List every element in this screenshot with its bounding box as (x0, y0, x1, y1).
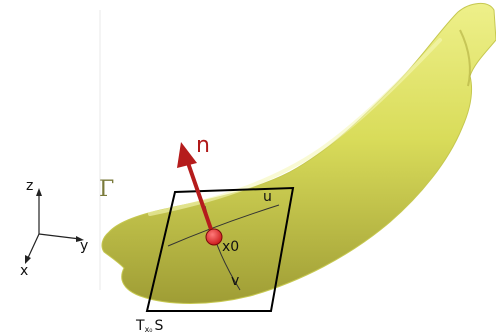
axis-x-label: x (20, 263, 28, 279)
u-label: u (263, 189, 272, 205)
v-label: v (231, 273, 239, 289)
normal-label: n (196, 133, 210, 158)
axis-z-label: z (26, 178, 33, 194)
point-x0 (205, 228, 223, 246)
coordinate-axes-icon (25, 188, 84, 264)
normal-vector-arrow-icon (177, 142, 215, 236)
point-label: x0 (222, 239, 239, 255)
surface-label: Γ (99, 177, 114, 202)
banana-surface-icon (101, 3, 496, 304)
u-curve (167, 204, 280, 247)
axis-y-label: y (80, 238, 88, 254)
tangent-plane-icon (145, 186, 295, 312)
